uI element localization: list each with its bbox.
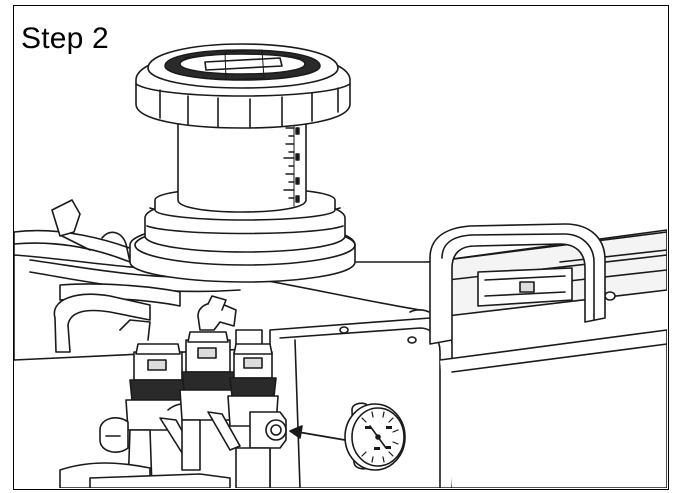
valve-left <box>125 343 197 431</box>
valve-manifold <box>59 295 287 488</box>
valve-middle <box>179 331 237 421</box>
ribbed-cap <box>135 43 351 129</box>
pressure-gauge-icon <box>344 402 406 471</box>
install-arrow <box>289 425 346 441</box>
valve-port-outlet <box>249 411 287 449</box>
hose <box>51 199 151 353</box>
carry-handle <box>429 223 606 345</box>
step-label: Step 2 <box>21 22 109 55</box>
measuring-cup <box>177 109 307 213</box>
valve-levers <box>99 411 241 457</box>
lower-fittings <box>59 419 271 488</box>
graduation-marks <box>283 127 300 203</box>
